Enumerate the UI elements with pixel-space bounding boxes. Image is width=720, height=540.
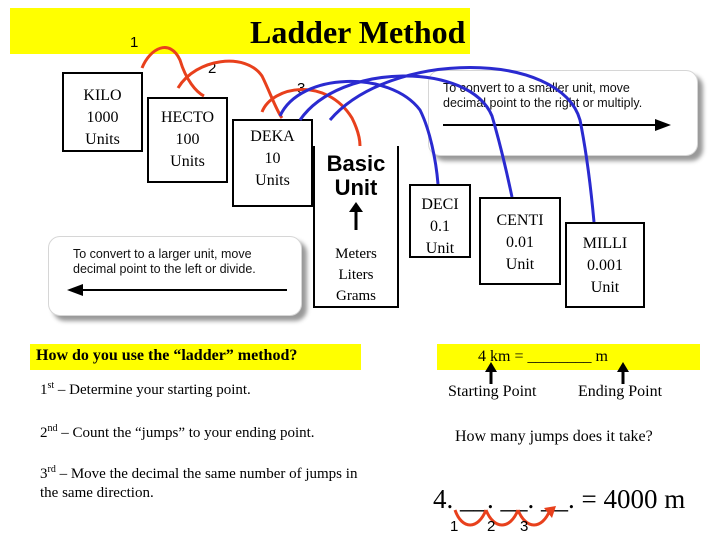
decimal-jump-2 [484,509,520,527]
example-answer: 4. __. __. __. = 4000 m [433,484,686,514]
unit-name: HECTO [160,109,215,126]
step-1-text: – Determine your starting point. [54,382,251,398]
larger-note-line1: To convert to a larger unit, move [73,247,252,261]
smaller-note-line2: decimal point to the right or multiply. [443,96,643,110]
unit-label: Units [170,153,205,170]
starting-point-label: Starting Point [448,383,537,400]
larger-unit-note: To convert to a larger unit, move decima… [48,236,302,316]
example-highlight [437,344,700,370]
question-highlight [30,344,361,370]
step-2-text: – Count the “jumps” to your ending point… [57,425,315,441]
step-3-text: – Move the decimal the same number of ju… [40,466,358,501]
unit-value: 0.01 [506,234,534,251]
question: How do you use the “ladder” method? [36,347,298,364]
unit-name: CENTI [496,212,544,229]
jumps-question: How many jumps does it take? [455,428,653,445]
jump-number-2: 2 [487,518,496,535]
unit-label: Unit [505,256,535,273]
unit-box-deka: DEKA 10 Units [232,119,313,207]
unit-name: DEKA [250,128,295,145]
larger-note-line2: decimal point to the left or divide. [73,262,256,276]
jump-number-3: 3 [520,518,529,535]
unit-value: 1000 [86,109,119,126]
step-3-ordinal: 3 [40,466,48,482]
step-3: 3rd – Move the decimal the same number o… [40,460,370,503]
basic-unit-line2: Unit [334,175,378,200]
unit-value: 10 [264,150,281,167]
unit-name: DECI [421,196,459,213]
unit-label: Unit [425,240,455,257]
title-highlight [10,8,470,54]
ending-point-label: Ending Point [578,383,663,400]
jump-arrow-1 [140,46,205,98]
step-number-2: 2 [208,60,217,77]
decimal-jump-1 [453,509,488,527]
unit-box-milli: MILLI 0.001 Unit [565,222,645,308]
right-arrow-icon [443,119,671,131]
base-measure-liters: Liters [338,267,374,283]
unit-value: 100 [175,131,200,148]
basic-unit-line1: Basic [326,151,386,176]
unit-box-basic: Basic Unit Meters Liters Grams [313,146,399,308]
unit-label: Units [255,172,290,189]
base-measure-grams: Grams [336,288,376,304]
unit-value: 0.1 [430,218,450,235]
unit-value: 0.001 [587,257,623,274]
smaller-unit-note: To convert to a smaller unit, move decim… [428,70,698,156]
unit-box-hecto: HECTO 100 Units [147,97,228,183]
base-measure-meters: Meters [335,246,377,262]
step-1: 1st – Determine your starting point. [40,376,251,400]
unit-box-centi: CENTI 0.01 Unit [479,197,561,285]
decimal-jump-3 [516,509,552,527]
jump-arrow-6 [328,66,596,223]
unit-box-kilo: KILO 1000 Units [62,72,143,152]
step-2-ordinal: 2 [40,425,48,441]
jump-arrow-4 [278,80,440,185]
unit-label: Units [85,131,120,148]
jump-number-1: 1 [450,518,459,535]
unit-box-deci: DECI 0.1 Unit [409,184,471,258]
step-1-ordinal: 1 [40,382,48,398]
step-2-suffix: nd [47,423,58,434]
jump-arrow-2 [176,59,284,119]
step-2: 2nd – Count the “jumps” to your ending p… [40,419,315,443]
decimal-jump-arrowhead [544,506,556,518]
unit-name: KILO [83,87,122,104]
step-1-suffix: st [47,380,55,391]
left-arrow-icon [67,284,287,296]
smaller-note-line1: To convert to a smaller unit, move [443,81,630,95]
step-number-1: 1 [130,34,139,51]
up-arrow-icon [617,362,629,384]
example-problem: 4 km = ________ m [478,348,608,365]
down-arrow-icon [315,200,397,230]
up-arrow-icon [485,362,497,384]
unit-name: MILLI [582,235,628,252]
step-3-suffix: rd [47,464,56,475]
page-title: Ladder Method [250,14,466,50]
jump-arrow-5 [298,74,514,198]
unit-label: Unit [590,279,620,296]
jump-arrow-3 [260,88,362,147]
